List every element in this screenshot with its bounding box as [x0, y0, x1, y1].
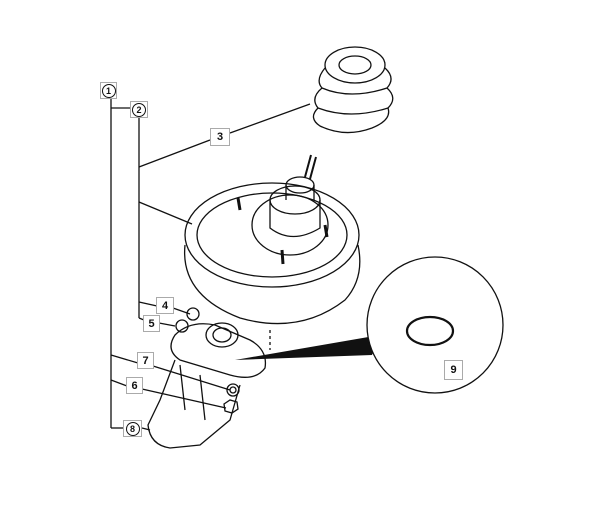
callout-5: 5: [143, 315, 160, 332]
detail-view: [235, 256, 504, 394]
rubber-boot: [312, 46, 394, 134]
callout-6: 6: [126, 377, 143, 394]
callout-8: 8: [123, 420, 142, 437]
master-cylinder: [147, 307, 271, 449]
callout-7: 7: [137, 352, 154, 369]
callout-4: 4: [156, 297, 174, 314]
callout-label: 1: [101, 83, 116, 98]
callout-9: 9: [444, 360, 463, 380]
brake-booster: [183, 154, 361, 325]
callout-2: 2: [130, 101, 148, 118]
callout-label: 2: [132, 102, 146, 117]
callout-1: 1: [100, 82, 117, 99]
callout-label: 8: [125, 421, 140, 436]
callout-3: 3: [210, 128, 230, 146]
